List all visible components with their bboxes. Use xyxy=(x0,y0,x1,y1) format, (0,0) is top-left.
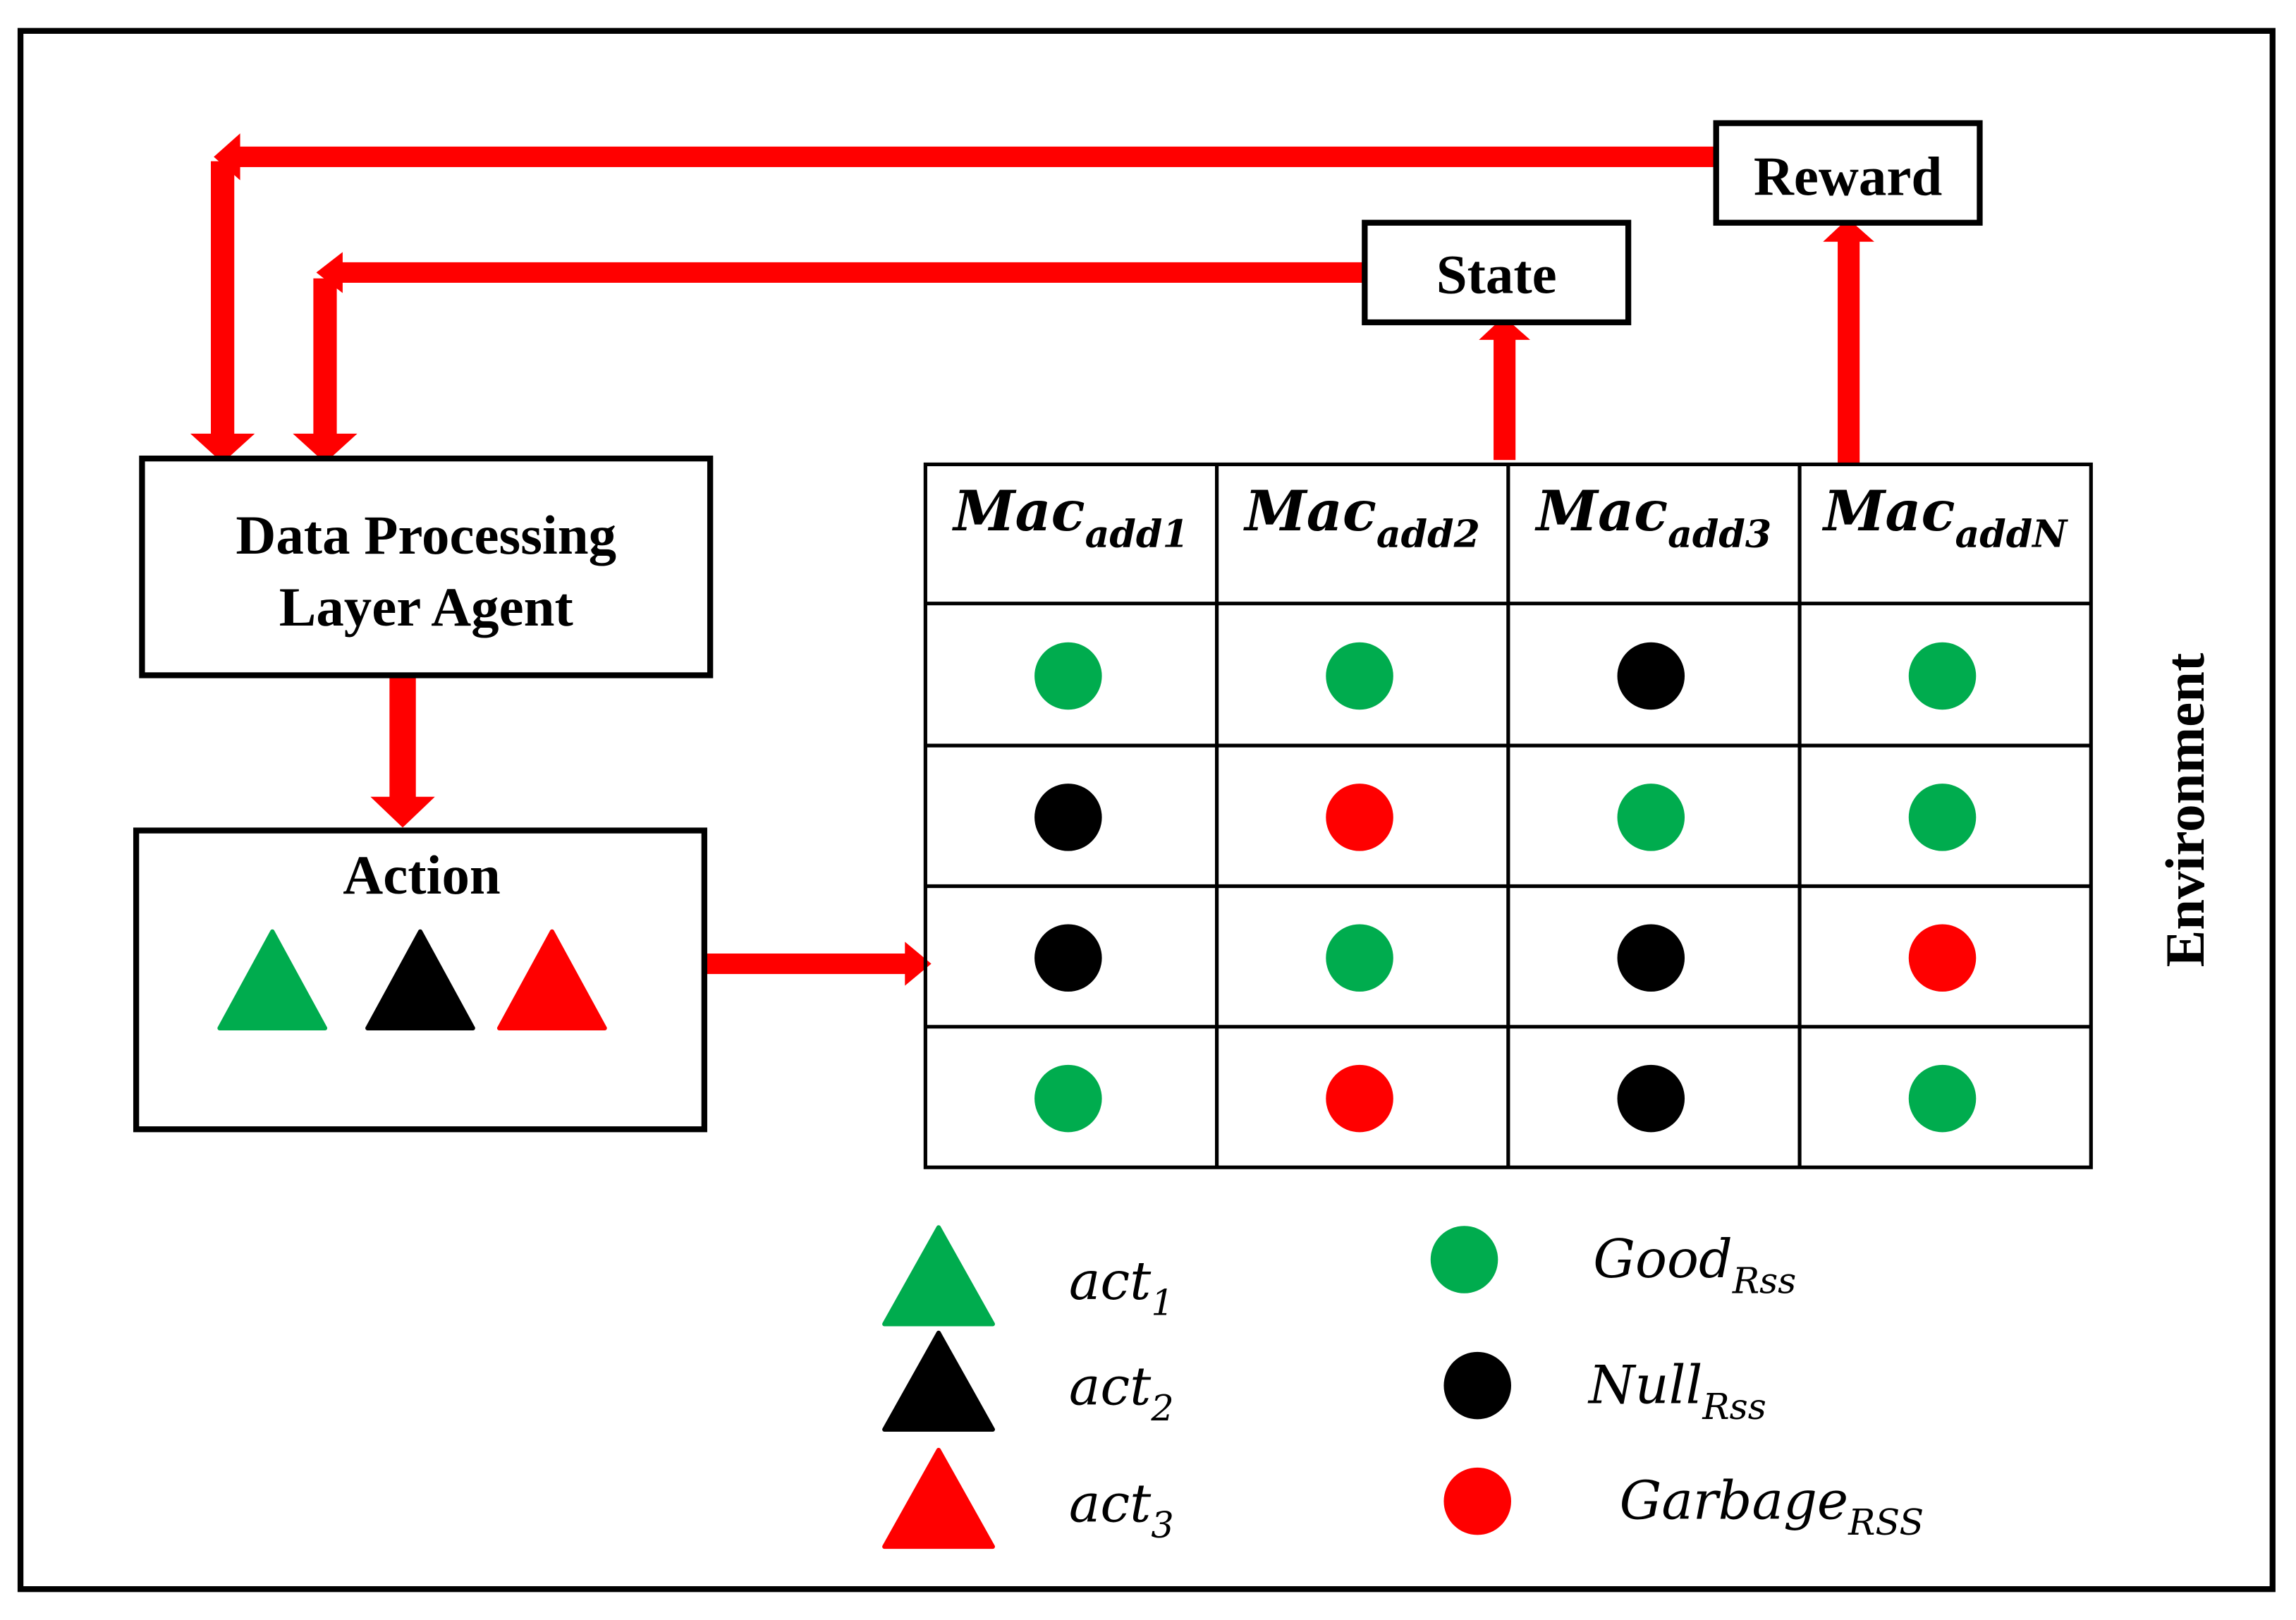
table-header-mac-add3-base: Mac xyxy=(1534,478,1668,544)
table-header-mac-addN-subscript: addN xyxy=(1955,512,2069,556)
table-cell-r2-c3-good-dot xyxy=(1617,784,1685,851)
legend-good-dot-icon xyxy=(1430,1226,1498,1293)
table-cell-r3-c4-garbage-dot xyxy=(1908,924,1977,992)
legend-act2-triangle-icon xyxy=(882,1330,996,1432)
env-to-state-line xyxy=(1494,336,1516,461)
table-cell-r4-c1-good-dot xyxy=(1034,1064,1102,1133)
action-to-env-arrowhead xyxy=(905,942,932,986)
state-feedback-line xyxy=(329,262,1367,283)
state-label: State xyxy=(1436,244,1557,305)
outer-frame xyxy=(17,28,2276,1592)
table-cell-r3-c2-good-dot xyxy=(1326,924,1393,992)
legend-act3-label-subscript: 3 xyxy=(1151,1504,1173,1546)
legend-null-label-subscript: Rss xyxy=(1702,1386,1766,1427)
legend-good-label: GoodRss xyxy=(1593,1229,1796,1301)
state-box: State xyxy=(1362,219,1632,326)
legend-null-label-base: Null xyxy=(1587,1354,1702,1415)
legend-act3-triangle-icon xyxy=(882,1447,996,1549)
table-header-mac-add1: Macadd1 xyxy=(951,478,1189,556)
reward-label: Reward xyxy=(1754,146,1942,207)
action-triangle-2-icon xyxy=(365,929,475,1031)
table-cell-r3-c1-null-dot xyxy=(1034,924,1102,992)
table-header-mac-add2-base: Mac xyxy=(1242,478,1376,544)
table-header-mac-addN: MacaddN xyxy=(1821,478,2068,556)
table-cell-r1-c2-good-dot xyxy=(1326,642,1393,710)
action-label: Action xyxy=(343,845,500,906)
env-to-reward-line xyxy=(1838,238,1860,465)
legend-garbage-label: GarbageRSS xyxy=(1620,1470,1924,1543)
table-cell-r4-c2-garbage-dot xyxy=(1326,1064,1393,1133)
table-cell-r2-c1-null-dot xyxy=(1034,784,1102,851)
agent-to-action-line xyxy=(389,659,416,800)
reward-feedback-arrowhead-down xyxy=(190,433,255,463)
table-cell-r1-c3-null-dot xyxy=(1617,642,1685,710)
table-header-mac-add1-subscript: add1 xyxy=(1085,512,1189,556)
legend-garbage-label-subscript: RSS xyxy=(1848,1502,1924,1543)
legend-good-label-subscript: Rss xyxy=(1732,1260,1796,1301)
table-cell-r4-c4-good-dot xyxy=(1908,1064,1977,1133)
action-box: Action xyxy=(133,827,707,1133)
state-feedback-down-line xyxy=(313,278,337,437)
env-to-state-arrowhead xyxy=(1479,316,1530,340)
table-cell-r1-c1-good-dot xyxy=(1034,642,1102,710)
agent-box: Data Processing Layer Agent xyxy=(139,455,714,678)
table-header-mac-add3-subscript: add3 xyxy=(1668,512,1771,556)
legend-act1-triangle-icon xyxy=(882,1225,996,1327)
legend-garbage-label-base: Garbage xyxy=(1620,1470,1849,1532)
agent-label-line1: Data Processing xyxy=(236,505,616,566)
reward-feedback-line xyxy=(226,146,1721,167)
agent-to-action-arrowhead xyxy=(370,796,435,828)
legend-null-dot-icon xyxy=(1443,1351,1511,1420)
legend-null-label: NullRss xyxy=(1587,1354,1766,1427)
legend-act2-label-subscript: 2 xyxy=(1150,1387,1173,1429)
table-header-mac-add2-subscript: add2 xyxy=(1376,512,1480,556)
reward-feedback-down-line xyxy=(211,161,235,437)
legend-act2-label-base: act xyxy=(1069,1356,1152,1418)
table-cell-r3-c3-null-dot xyxy=(1617,924,1685,992)
arrows xyxy=(190,133,1874,986)
table-cell-r2-c2-garbage-dot xyxy=(1326,784,1393,851)
legend-act1-label: act1 xyxy=(1069,1250,1174,1323)
legend-act1-label-base: act xyxy=(1069,1250,1152,1312)
env-to-reward-arrowhead xyxy=(1823,218,1874,242)
state-feedback-arrowhead-down xyxy=(293,433,358,463)
table-header-mac-add2: Macadd2 xyxy=(1242,478,1480,556)
action-triangle-1-icon xyxy=(217,929,328,1031)
legend-act3-label-base: act xyxy=(1069,1473,1152,1535)
legend-act3-label: act3 xyxy=(1069,1473,1174,1546)
legend-act2-label: act2 xyxy=(1069,1356,1174,1429)
action-triangle-3-icon xyxy=(496,929,607,1031)
table-header-mac-add1-base: Mac xyxy=(951,478,1085,544)
action-to-env-line xyxy=(702,954,908,975)
table-header-mac-addN-base: Mac xyxy=(1821,478,1955,544)
table-cell-r4-c3-null-dot xyxy=(1617,1064,1685,1133)
table-header-mac-add3: Macadd3 xyxy=(1534,478,1772,556)
table-cell-r2-c4-good-dot xyxy=(1908,784,1977,851)
environment-label: Environment xyxy=(2155,653,2216,968)
legend-act1-label-subscript: 1 xyxy=(1151,1281,1173,1323)
legend-good-label-base: Good xyxy=(1593,1229,1733,1290)
reward-box: Reward xyxy=(1713,120,1983,226)
legend-garbage-dot-icon xyxy=(1443,1467,1511,1535)
agent-label-line2: Layer Agent xyxy=(279,577,573,638)
table-cell-r1-c4-good-dot xyxy=(1908,642,1977,710)
